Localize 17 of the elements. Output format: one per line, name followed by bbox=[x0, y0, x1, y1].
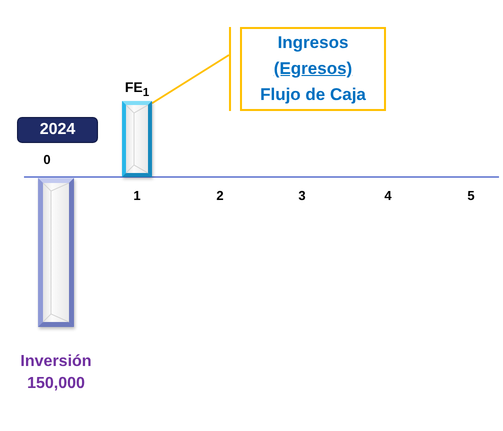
tick-label: 3 bbox=[297, 187, 307, 205]
callout-text: (Egresos) bbox=[274, 58, 352, 80]
year-badge bbox=[17, 117, 98, 143]
callout-box bbox=[229, 26, 386, 112]
investment-bar bbox=[38, 178, 74, 327]
tick-label: 4 bbox=[383, 187, 393, 205]
tick-label: 1 bbox=[132, 187, 142, 205]
callout-text: Flujo de Caja bbox=[260, 84, 366, 106]
callout-text: Ingresos bbox=[278, 32, 348, 54]
flow-label: FE$_{1}$ bbox=[124, 78, 150, 101]
tick-label: 5 bbox=[466, 187, 476, 205]
leader-line bbox=[152, 54, 230, 104]
tick-label: 2 bbox=[215, 187, 225, 205]
investment-label: Inversión 150,000 bbox=[19, 352, 93, 394]
year-label: 2024 bbox=[40, 120, 76, 140]
cash-flow-bar bbox=[122, 101, 152, 177]
tick-label: 0 bbox=[42, 151, 52, 169]
